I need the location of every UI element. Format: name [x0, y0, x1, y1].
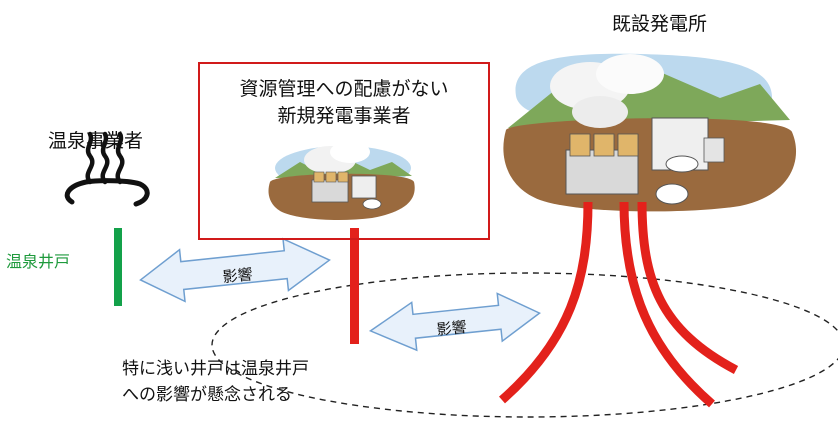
- influence-label-left: 影響: [222, 265, 254, 286]
- new-operator-line1: 資源管理への配慮がない: [239, 78, 449, 100]
- concern-note-line2: への影響が懸念される: [122, 385, 292, 405]
- existing-well-pipes: [499, 201, 739, 408]
- influence-arrow-right: 影響: [368, 292, 541, 352]
- hot-spring-icon: [64, 131, 150, 207]
- new-operator-title: 資源管理への配慮がない 新規発電事業者: [200, 76, 488, 130]
- existing-plant-label: 既設発電所: [612, 13, 708, 35]
- concern-note: 特に浅い井戸は温泉井戸 への影響が懸念される: [122, 356, 309, 408]
- new-power-plant-icon: [268, 141, 415, 220]
- onsen-well-pipe: [114, 228, 122, 306]
- new-operator-line2: 新規発電事業者: [277, 105, 411, 127]
- onsen-operator-label: 温泉事業者: [48, 130, 144, 152]
- new-well-pipe: [350, 228, 359, 344]
- concern-note-line1: 特に浅い井戸は温泉井戸: [122, 359, 309, 379]
- existing-power-plant-icon: [503, 53, 797, 212]
- geothermal-reservoir-outline: [211, 272, 838, 418]
- new-operator-box: 資源管理への配慮がない 新規発電事業者: [198, 62, 490, 240]
- influence-arrow-left: 影響: [139, 237, 331, 303]
- onsen-well-label: 温泉井戸: [6, 252, 71, 271]
- influence-label-right: 影響: [436, 318, 468, 339]
